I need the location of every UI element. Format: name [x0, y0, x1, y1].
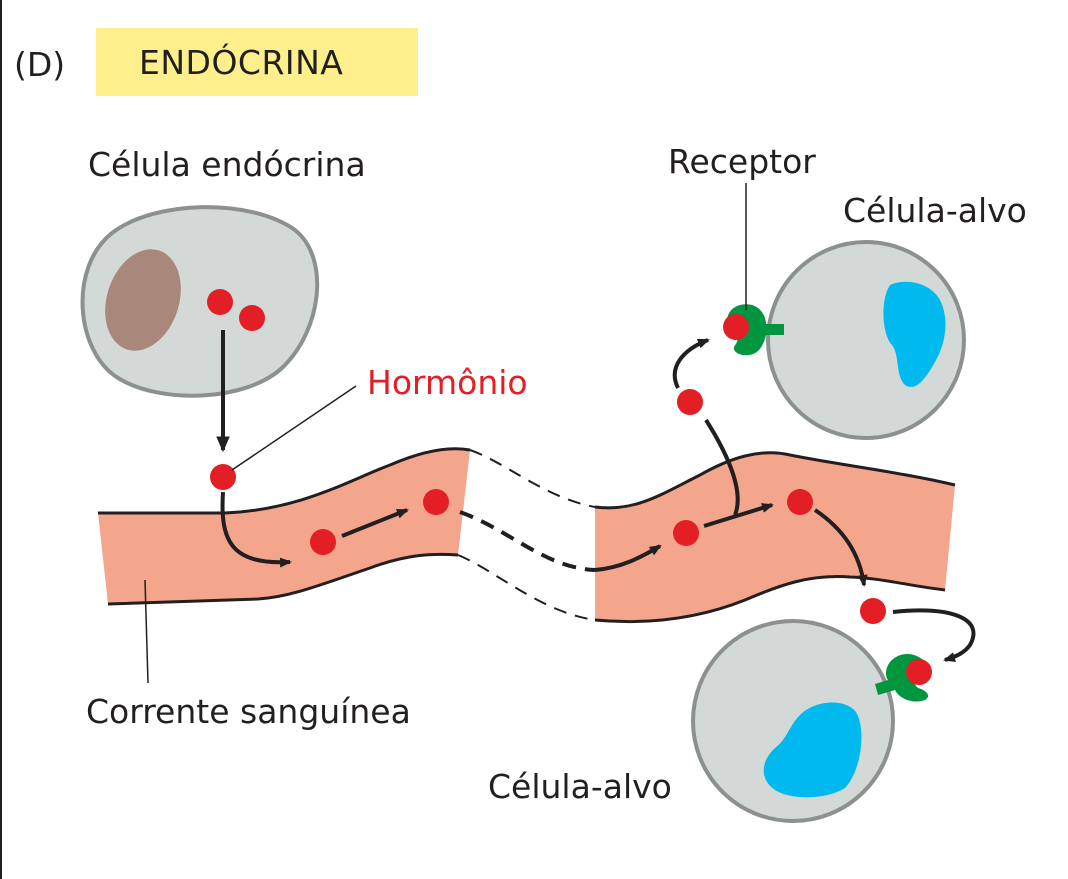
hormone-molecules [207, 289, 932, 685]
arrow-to-receptor-top [672, 338, 710, 389]
target-cell-top [766, 240, 966, 440]
leader-bloodstream [144, 579, 149, 684]
label-bloodstream: Corrente sanguínea [86, 692, 411, 731]
arrow-flow-3 [703, 503, 774, 528]
hormone-molecule [423, 489, 449, 515]
hormone-molecule [787, 489, 813, 515]
hormone-molecule [677, 389, 703, 415]
hormone-path-arrows [216, 330, 976, 662]
bloodstream-gap-bottom-dashed [457, 554, 596, 621]
label-target-cell-bottom: Célula-alvo [488, 767, 672, 806]
arrow-flow-dashed [459, 510, 596, 572]
panel-title: ENDÓCRINA [139, 43, 344, 82]
bloodstream-left-top-wall [98, 447, 471, 515]
arrow-enter-blood [220, 491, 292, 568]
bloodstream-vessel [98, 447, 956, 624]
arrow-flow-1 [341, 508, 409, 538]
arrow-flow-2 [594, 544, 662, 572]
label-receptor: Receptor [668, 142, 816, 181]
bloodstream-right-top-wall [594, 451, 956, 510]
label-endocrine-cell: Célula endócrina [88, 145, 366, 184]
hormone-molecule [673, 520, 699, 546]
hormone-molecule [310, 529, 336, 555]
hormone-molecule [210, 464, 236, 490]
endocrine-cell [80, 205, 320, 398]
bloodstream-right-segment [595, 452, 955, 622]
endocrine-cell-nucleus [105, 249, 181, 351]
target-cell-bottom-nucleus [763, 702, 862, 798]
arrow-to-receptor-bottom [892, 608, 976, 662]
hormone-molecule [860, 598, 886, 624]
bloodstream-right-bottom-wall [594, 575, 946, 624]
leader-lines [144, 183, 747, 684]
bloodstream-left-bottom-wall [107, 552, 459, 606]
bloodstream-left-segment [98, 448, 470, 604]
hormone-molecule [239, 305, 265, 331]
title-highlight-box [96, 28, 418, 96]
hormone-molecule [906, 659, 932, 685]
label-target-cell-top: Célula-alvo [843, 191, 1027, 230]
hormone-molecule [207, 289, 233, 315]
target-cell-top-nucleus [883, 281, 946, 388]
leader-hormone [231, 385, 357, 471]
arrow-exit-top [704, 418, 740, 516]
arrow-exit-bottom [813, 508, 868, 587]
label-hormone: Hormônio [367, 363, 528, 402]
panel-letter: (D) [14, 45, 66, 84]
hormone-molecule [723, 314, 749, 340]
target-cell-bottom [691, 619, 895, 823]
bloodstream-gap-top-dashed [469, 449, 596, 508]
